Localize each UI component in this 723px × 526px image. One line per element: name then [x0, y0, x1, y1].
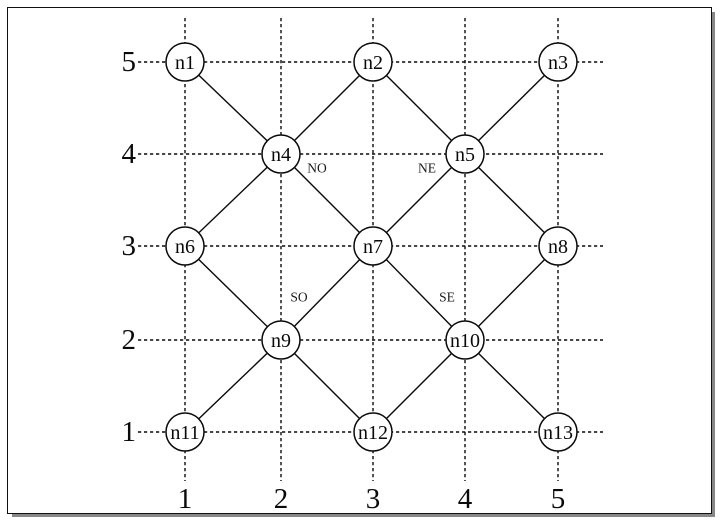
- node-circle-n4: [261, 134, 301, 174]
- node-label-n7: n7: [363, 236, 383, 258]
- edge-n10-n12: [372, 339, 466, 433]
- gridlines-layer: [138, 18, 603, 481]
- x-axis-tick-2: 2: [274, 483, 289, 515]
- x-axis-tick-4: 4: [458, 483, 473, 515]
- edge-n2-n4: [280, 61, 374, 155]
- node-label-n5: n5: [455, 144, 475, 166]
- node-label-n1: n1: [175, 52, 195, 74]
- edge-n1-n4: [184, 61, 282, 155]
- node-label-n4: n4: [271, 144, 291, 166]
- edge-n9-n11: [184, 339, 282, 433]
- node-circle-n12: [353, 412, 393, 452]
- node-label-n13: n13: [543, 422, 573, 444]
- node-circle-n13: [538, 412, 578, 452]
- node-n2: n2: [353, 42, 393, 82]
- node-circle-n6: [165, 226, 205, 266]
- edge-n6-n9: [184, 245, 282, 341]
- node-n4: n4: [261, 134, 301, 174]
- node-n7: n7: [353, 226, 393, 266]
- node-n1: n1: [165, 42, 205, 82]
- y-axis-tick-1: 1: [122, 416, 137, 448]
- y-axis-tick-3: 3: [122, 230, 137, 262]
- node-circle-n11: [165, 412, 205, 452]
- node-label-n12: n12: [358, 422, 388, 444]
- edge-n2-n5: [372, 61, 466, 155]
- edge-n7-n9: [280, 245, 374, 341]
- node-n12: n12: [353, 412, 393, 452]
- node-circle-n7: [353, 226, 393, 266]
- x-axis-tick-5: 5: [551, 483, 566, 515]
- edge-n5-n7: [372, 153, 466, 247]
- nodes-layer: n1 n2 n3 n4 n5 n6 n7 n8 n9 n10 n11 n12 n13: [165, 42, 578, 452]
- edge-label-SE: SE: [439, 290, 455, 305]
- node-label-n11: n11: [170, 422, 199, 444]
- node-n11: n11: [165, 412, 205, 452]
- node-circle-n1: [165, 42, 205, 82]
- edge-labels-layer: NO NE SO SE: [290, 161, 455, 305]
- edge-n8-n10: [464, 245, 559, 341]
- x-axis-tick-1: 1: [178, 483, 193, 515]
- x-axis-tick-3: 3: [366, 483, 381, 515]
- node-circle-n2: [353, 42, 393, 82]
- edge-n4-n6: [184, 153, 282, 247]
- edge-label-NO: NO: [307, 161, 327, 176]
- y-axis-tick-2: 2: [122, 324, 137, 356]
- y-axis-tick-4: 4: [122, 138, 137, 170]
- node-circle-n3: [538, 42, 578, 82]
- edge-n7-n10: [372, 245, 466, 341]
- edge-label-SO: SO: [290, 290, 308, 305]
- node-n5: n5: [445, 134, 485, 174]
- node-n10: n10: [445, 320, 485, 360]
- node-circle-n10: [445, 320, 485, 360]
- edge-n9-n12: [280, 339, 374, 433]
- node-n6: n6: [165, 226, 205, 266]
- edge-label-NE: NE: [418, 161, 436, 176]
- edges-layer: [184, 61, 559, 433]
- edge-n10-n13: [464, 339, 559, 433]
- node-label-n8: n8: [548, 236, 568, 258]
- node-n9: n9: [261, 320, 301, 360]
- node-label-n3: n3: [548, 52, 568, 74]
- node-circle-n5: [445, 134, 485, 174]
- edge-n4-n7: [280, 153, 374, 247]
- y-axis-tick-5: 5: [122, 46, 137, 78]
- edge-n5-n8: [464, 153, 559, 247]
- node-n8: n8: [538, 226, 578, 266]
- axis-ticks-layer: 1 2 3 4 5 1 2 3 4 5: [122, 46, 566, 515]
- node-label-n10: n10: [450, 330, 480, 352]
- node-label-n2: n2: [363, 52, 383, 74]
- node-circle-n8: [538, 226, 578, 266]
- edge-n3-n5: [464, 61, 559, 155]
- node-n13: n13: [538, 412, 578, 452]
- node-label-n9: n9: [271, 330, 291, 352]
- node-n3: n3: [538, 42, 578, 82]
- node-circle-n9: [261, 320, 301, 360]
- node-label-n6: n6: [175, 236, 195, 258]
